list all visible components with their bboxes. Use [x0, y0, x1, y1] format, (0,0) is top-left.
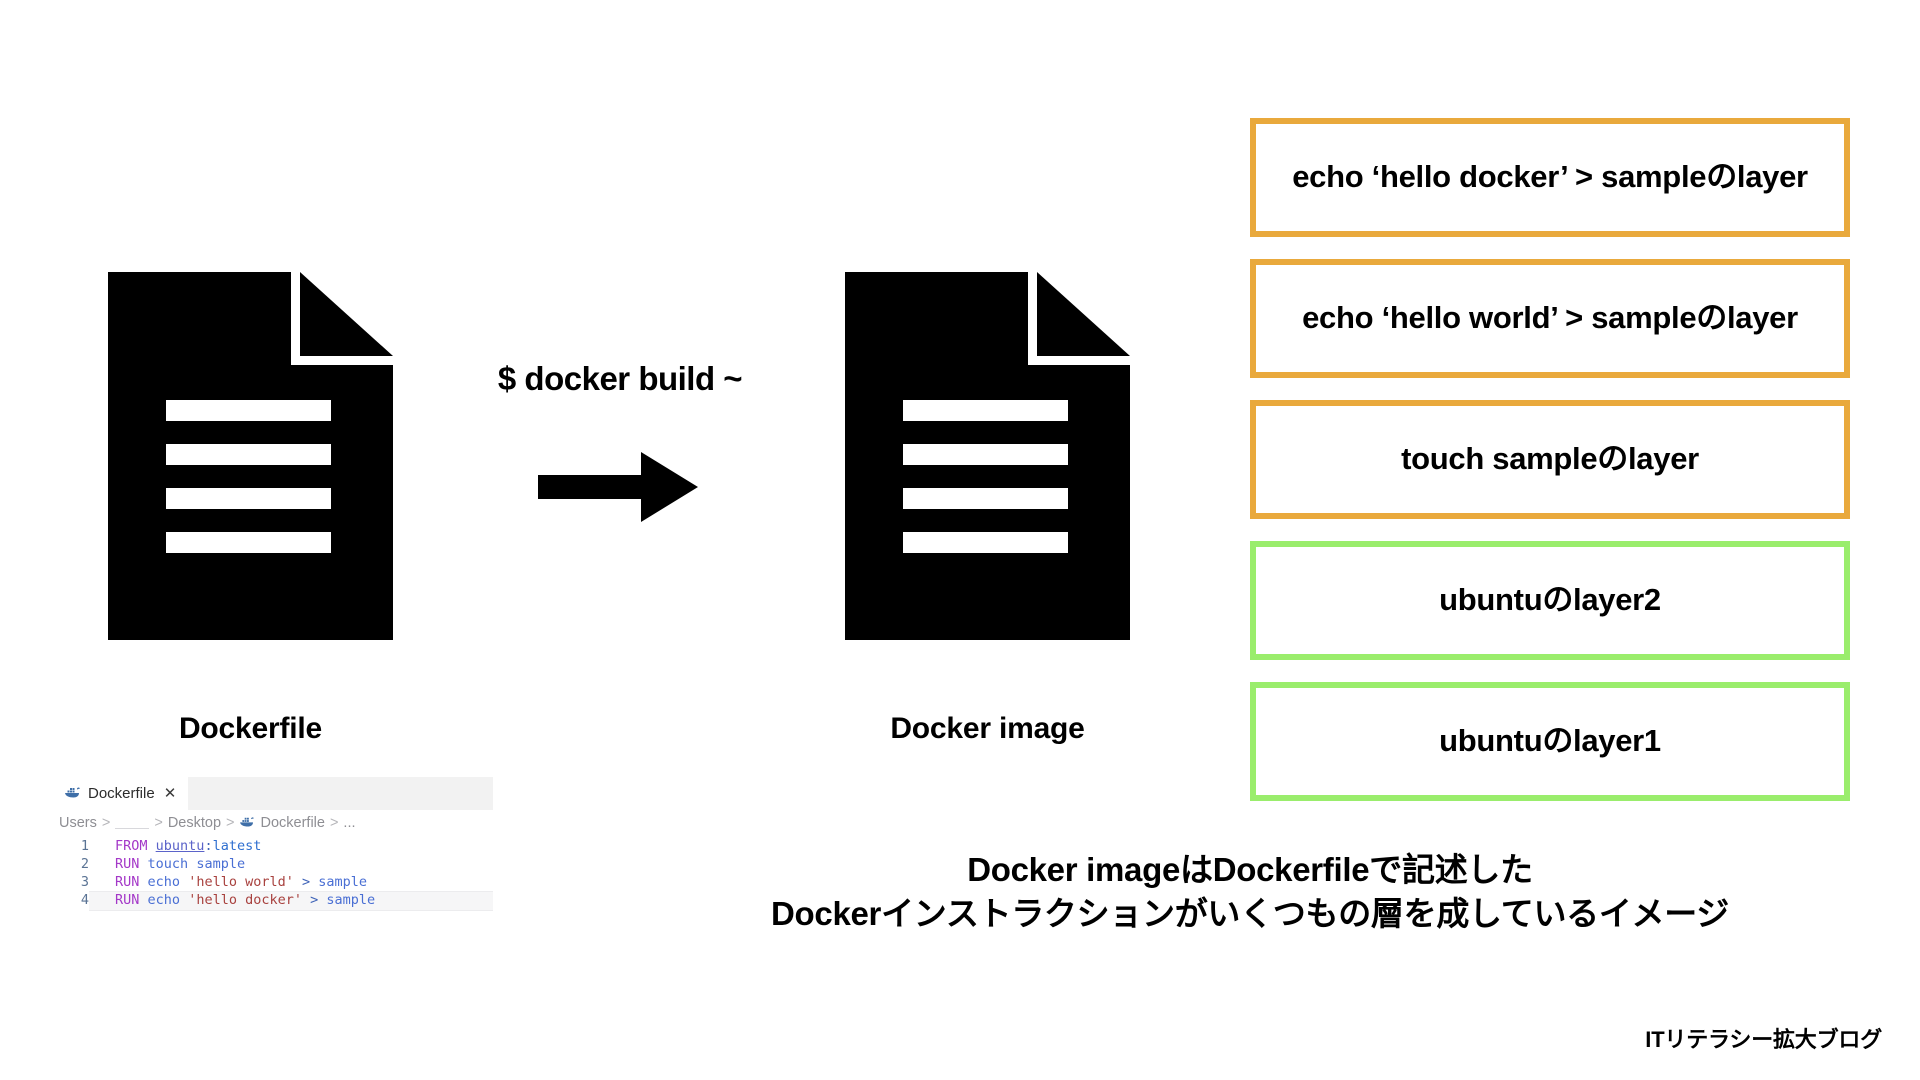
- layer-label: ubuntuのlayer2: [1439, 582, 1661, 618]
- layer-label: touch sampleのlayer: [1401, 441, 1699, 477]
- breadcrumb-item-dockerfile[interactable]: Dockerfile: [260, 814, 325, 831]
- line-number: 4: [80, 892, 89, 909]
- tab-bar-empty-space: [188, 777, 493, 810]
- layer-box-ubuntu-layer1: ubuntuのlayer1: [1250, 682, 1850, 801]
- dockerfile-label: Dockerfile: [178, 712, 323, 745]
- breadcrumb-item-user[interactable]: [115, 816, 150, 829]
- code-keyword: FROM: [115, 838, 148, 854]
- breadcrumb-separator: >: [154, 814, 163, 831]
- arrow-right-icon: [538, 452, 698, 527]
- code-text: RUN echo 'hello docker' > sample: [89, 891, 493, 912]
- code-command: echo: [147, 892, 181, 909]
- breadcrumb-separator: >: [226, 814, 235, 831]
- code-text: FROM ubuntu:latest: [89, 838, 493, 856]
- code-text: RUN echo 'hello world' > sample: [89, 874, 493, 892]
- line-number: 3: [80, 873, 89, 890]
- layer-box-touch-sample: touch sampleのlayer: [1250, 400, 1850, 519]
- layer-box-echo-hello-world: echo ‘hello world’ > sampleのlayer: [1250, 259, 1850, 378]
- code-line: 3 RUN echo 'hello world' > sample: [55, 874, 493, 892]
- line-number: 1: [80, 838, 89, 854]
- code-argument: sample: [326, 892, 376, 909]
- breadcrumb-item-users[interactable]: Users: [59, 814, 97, 831]
- code-editor-panel: Dockerfile ✕ Users > > Desktop > Dockerf…: [55, 777, 493, 912]
- layer-label: ubuntuのlayer1: [1439, 723, 1661, 759]
- docker-whale-icon: [64, 785, 81, 803]
- code-argument: sample: [196, 855, 246, 872]
- editor-tab-dockerfile[interactable]: Dockerfile ✕: [55, 777, 189, 810]
- breadcrumb-separator: >: [329, 814, 339, 831]
- layer-box-ubuntu-layer2: ubuntuのlayer2: [1250, 541, 1850, 660]
- close-icon[interactable]: ✕: [163, 785, 177, 802]
- code-text: RUN touch sample: [89, 856, 493, 874]
- code-operator: >: [310, 892, 319, 909]
- code-keyword: RUN: [115, 892, 140, 909]
- breadcrumb: Users > > Desktop > Dockerfile > ...: [55, 810, 493, 835]
- code-keyword: RUN: [115, 873, 140, 890]
- breadcrumb-item-desktop[interactable]: Desktop: [167, 814, 222, 831]
- code-image-name: ubuntu: [155, 838, 205, 854]
- caption-line-1: Docker imageはDockerfileで記述した: [967, 851, 1533, 888]
- docker-image-label: Docker image: [890, 712, 1085, 745]
- editor-tab-title: Dockerfile: [88, 785, 155, 802]
- caption: Docker imageはDockerfileで記述した Dockerインストラ…: [660, 848, 1840, 935]
- code-keyword: RUN: [115, 855, 140, 872]
- code-command: echo: [147, 873, 181, 890]
- code-line: 1 FROM ubuntu:latest: [55, 838, 493, 856]
- docker-image-document-icon: [845, 272, 1130, 640]
- layer-label: echo ‘hello world’ > sampleのlayer: [1302, 300, 1798, 336]
- layer-stack: echo ‘hello docker’ > sampleのlayer echo …: [1250, 118, 1850, 823]
- code-string: 'hello docker': [188, 892, 302, 909]
- dockerfile-document-icon: [108, 272, 393, 640]
- build-command-text: $ docker build ~: [497, 360, 743, 397]
- code-string: 'hello world': [188, 873, 294, 890]
- code-command: touch: [147, 855, 189, 872]
- docker-whale-icon: [239, 815, 255, 831]
- code-area[interactable]: 1 FROM ubuntu:latest 2 RUN touch sample …: [55, 835, 493, 912]
- code-image-tag: latest: [212, 838, 262, 854]
- code-line: 2 RUN touch sample: [55, 856, 493, 874]
- code-line: 4 RUN echo 'hello docker' > sample: [55, 891, 493, 912]
- editor-tab-bar: Dockerfile ✕: [55, 777, 493, 810]
- code-operator: >: [302, 873, 311, 890]
- caption-line-2: Dockerインストラクションがいくつもの層を成しているイメージ: [771, 894, 1729, 932]
- code-argument: sample: [318, 873, 368, 890]
- line-number: 2: [80, 855, 89, 872]
- breadcrumb-more[interactable]: ...: [343, 814, 356, 831]
- layer-box-echo-hello-docker: echo ‘hello docker’ > sampleのlayer: [1250, 118, 1850, 237]
- code-colon: :: [204, 838, 213, 854]
- breadcrumb-separator: >: [101, 814, 111, 831]
- watermark: ITリテラシー拡大ブログ: [1645, 1027, 1882, 1052]
- layer-label: echo ‘hello docker’ > sampleのlayer: [1292, 159, 1808, 195]
